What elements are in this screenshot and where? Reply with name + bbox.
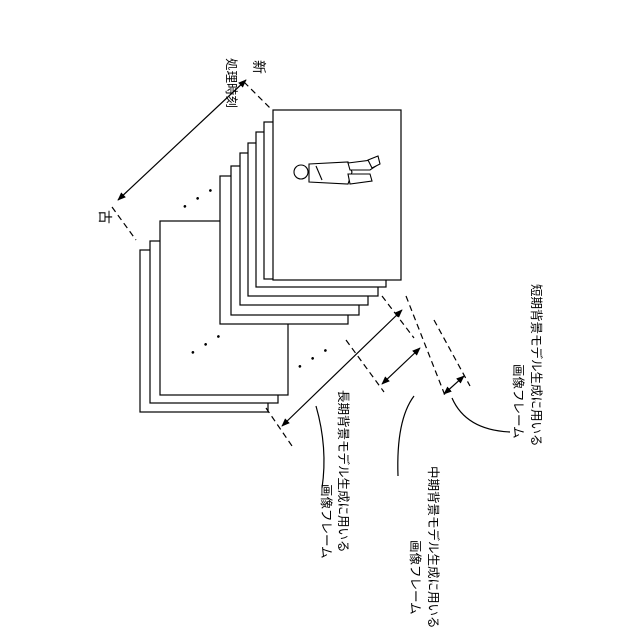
ellipsis-top: ・・・ — [176, 181, 222, 218]
mid-term-range-arrow — [382, 348, 420, 384]
ellipsis-lower: ・・・ — [291, 341, 337, 378]
mid-term-label-line2: 画像フレーム — [408, 540, 423, 615]
long-term-label-line1: 長期背景モデル生成に用いる — [336, 390, 351, 553]
short-term-end-line — [434, 320, 470, 386]
short-term-range-arrow — [444, 376, 464, 394]
mid-term-start-line — [346, 340, 384, 392]
long-mid-end-line — [382, 296, 414, 338]
short-term-start-line — [406, 296, 446, 398]
long-term-start-line — [266, 408, 292, 446]
long-term-leader — [316, 406, 324, 488]
oldest-guide-line — [112, 207, 136, 240]
long-term-label-line2: 画像フレーム — [319, 484, 334, 559]
short-term-label-line1: 短期背景モデル生成に用いる — [529, 284, 544, 447]
time-axis-label: 処理時刻 — [224, 58, 239, 108]
new-frames-group — [220, 110, 401, 324]
mid-term-label-line1: 中期背景モデル生成に用いる — [426, 466, 441, 629]
mid-term-leader — [398, 396, 414, 476]
latest-image-frame — [273, 110, 401, 280]
short-term-leader — [452, 398, 510, 432]
newest-label: 新 — [250, 60, 266, 74]
oldest-label: 古 — [96, 210, 112, 224]
newest-guide-line — [244, 82, 272, 110]
short-term-label-line2: 画像フレーム — [511, 364, 526, 439]
